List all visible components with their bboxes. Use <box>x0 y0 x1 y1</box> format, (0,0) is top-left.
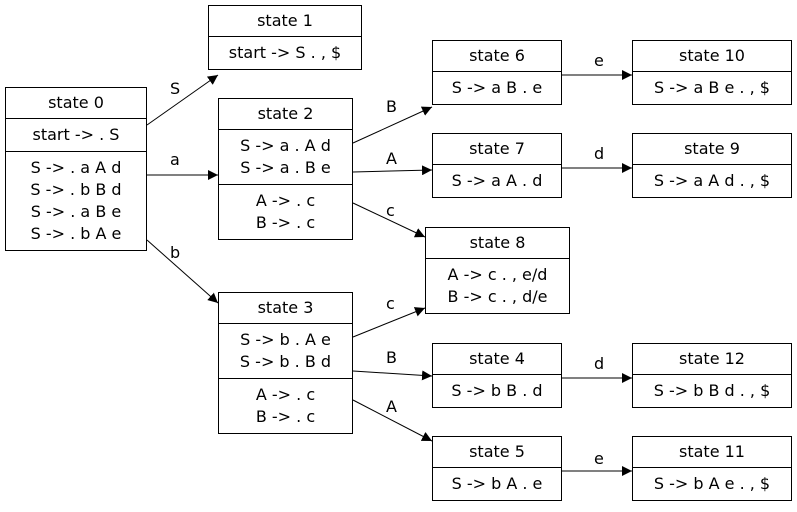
state-node-0: state 0 start -> . S S -> . a A d S -> . b … <box>5 87 147 251</box>
state-title: state 9 <box>684 139 740 158</box>
state-items-section: S -> . a A d S -> . b B d S -> . a B e S ->… <box>6 151 146 250</box>
state-title: state 2 <box>257 104 314 123</box>
state-items-section: start -> S . , $ <box>209 36 361 69</box>
state-node-3: state 3 S -> b . A e S -> b . B d A -> . c B… <box>218 292 353 434</box>
edge-label: A <box>386 397 397 416</box>
state-node-6: state 6 S -> a B . e <box>432 40 562 105</box>
lr-item: A -> . c <box>255 385 316 404</box>
state-title: state 10 <box>679 46 745 65</box>
edge-label: A <box>386 149 397 168</box>
state-items-section: start -> . S <box>6 118 146 151</box>
lr-item: S -> a . B e <box>240 158 331 177</box>
lr-item: S -> b A . e <box>451 474 543 493</box>
state-items-section: S -> b B d . , $ <box>633 374 791 407</box>
state-items-section: S -> a . A d S -> a . B e <box>219 129 352 184</box>
lr-item: S -> b A e . , $ <box>653 474 771 493</box>
edge-label: a <box>170 150 180 169</box>
state-items-section: A -> c . , e/d B -> c . , d/e <box>426 258 569 313</box>
lr-item: S -> b B . d <box>451 381 543 400</box>
lr-item: A -> c . , e/d <box>447 265 548 284</box>
state-node-4: state 4 S -> b B . d <box>432 343 562 408</box>
lr-item: S -> a B . e <box>451 78 543 97</box>
state-node-8: state 8 A -> c . , e/d B -> c . , d/e <box>425 227 570 314</box>
lr-item: S -> . b A e <box>30 224 122 243</box>
lr-item: S -> a A . d <box>451 171 543 190</box>
state-node-5: state 5 S -> b A . e <box>432 436 562 501</box>
lr-item: start -> S . , $ <box>228 43 342 62</box>
state-title: state 12 <box>679 349 745 368</box>
state-node-9: state 9 S -> a A d . , $ <box>632 133 792 198</box>
lr-item: S -> . a A d <box>30 158 122 177</box>
state-title: state 1 <box>257 11 313 30</box>
state-title: state 6 <box>469 46 525 65</box>
state-title: state 0 <box>48 93 104 112</box>
state-items-section: S -> b A . e <box>433 467 561 500</box>
lr-item: B -> c . , d/e <box>447 287 548 306</box>
edge-s3-s8 <box>352 307 426 338</box>
lr-item: S -> . a B e <box>30 202 122 221</box>
edge-label: e <box>594 51 604 70</box>
edge-s2-s7 <box>352 165 433 176</box>
state-items-section: S -> b . A e S -> b . B d <box>219 323 352 378</box>
state-title: state 11 <box>679 442 745 461</box>
lr-item: B -> . c <box>255 213 316 232</box>
edge-s2-s8 <box>352 202 426 238</box>
lr-item: S -> a A d . , $ <box>653 171 771 190</box>
edge-label: d <box>594 354 605 373</box>
state-node-11: state 11 S -> b A e . , $ <box>632 436 792 501</box>
state-node-10: state 10 S -> a B e . , $ <box>632 40 792 105</box>
lr-item: S -> b . A e <box>240 330 331 349</box>
state-node-7: state 7 S -> a A . d <box>432 133 562 198</box>
state-title: state 5 <box>469 442 525 461</box>
lr-item: S -> b B d . , $ <box>653 381 771 400</box>
edge-label: B <box>386 97 397 116</box>
lr-item: S -> . b B d <box>30 180 122 199</box>
state-items-section: A -> . c B -> . c <box>219 378 352 433</box>
lr-item: S -> a B e . , $ <box>654 78 770 97</box>
edge-label: S <box>170 79 181 98</box>
edge-label: e <box>594 449 604 468</box>
state-items-section: S -> b B . d <box>433 374 561 407</box>
state-node-1: state 1 start -> S . , $ <box>208 5 362 70</box>
state-items-section: S -> a B . e <box>433 71 561 104</box>
state-items-section: S -> a B e . , $ <box>633 71 791 104</box>
edge-s3-s4 <box>352 370 433 381</box>
lr-item: start -> . S <box>32 125 120 144</box>
lr-item: S -> b . B d <box>239 352 332 371</box>
state-title: state 3 <box>257 298 314 317</box>
edge-s0-s3 <box>146 239 219 304</box>
state-items-section: S -> b A e . , $ <box>633 467 791 500</box>
edge-label: d <box>594 144 605 163</box>
state-items-section: S -> a A d . , $ <box>633 164 791 197</box>
state-title: state 4 <box>469 349 525 368</box>
lr-item: S -> a . A d <box>240 136 331 155</box>
edge-label: c <box>386 201 395 220</box>
state-node-2: state 2 S -> a . A d S -> a . B e A -> . c B… <box>218 98 353 240</box>
edge-s0-s1 <box>146 74 219 126</box>
state-items-section: S -> a A . d <box>433 164 561 197</box>
state-node-12: state 12 S -> b B d . , $ <box>632 343 792 408</box>
edge-s2-s6 <box>352 106 433 144</box>
lr-item: B -> . c <box>255 407 316 426</box>
lr-item: A -> . c <box>255 191 316 210</box>
state-title: state 8 <box>469 233 526 252</box>
state-items-section: A -> . c B -> . c <box>219 184 352 239</box>
edge-label: b <box>170 243 181 262</box>
edge-label: c <box>386 294 395 313</box>
edge-label: B <box>386 348 397 367</box>
state-title: state 7 <box>469 139 525 158</box>
edge-s3-s5 <box>352 399 433 442</box>
